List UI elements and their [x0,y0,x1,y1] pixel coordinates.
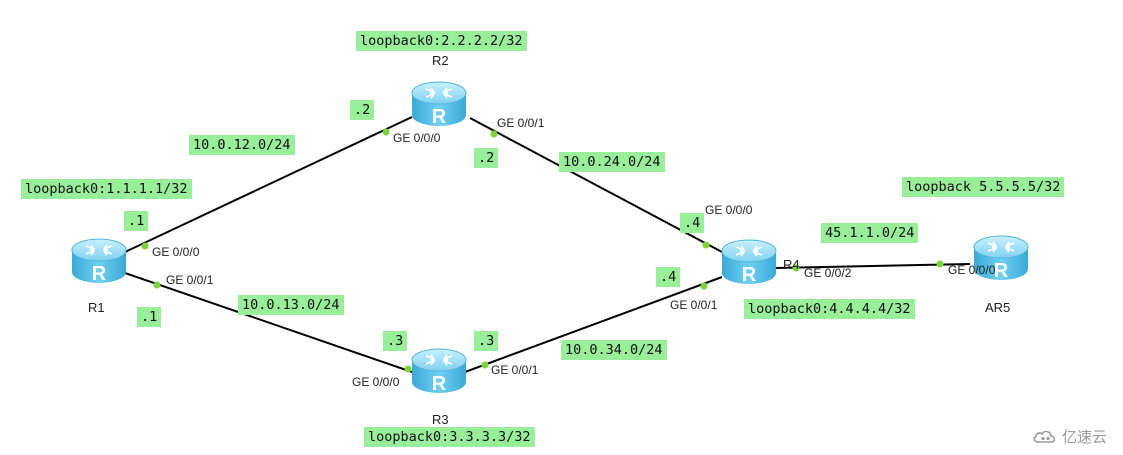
subnet-label-r1-r3: 10.0.13.0/24 [238,295,344,315]
port-dot-r4-ge002 [792,264,800,272]
router-icon: R [721,239,777,286]
router-name-r4: R4 [783,257,800,272]
host-id-r1-to-r3: .1 [137,307,162,327]
loopback-label-r2: loopback0:2.2.2.2/32 [356,31,527,51]
host-id-r1-to-r2: .1 [124,211,149,231]
port-dot-r1-ge000 [141,242,149,250]
link-r1-r2 [124,116,413,253]
link-r1-r3 [124,272,413,373]
router-icon: R [411,348,467,395]
port-label-r4-to-r2: GE 0/0/0 [705,203,753,217]
port-dot-r1-ge001 [153,281,161,289]
router-name-r1: R1 [88,300,105,315]
loopback-label-r1: loopback0:1.1.1.1/32 [21,179,192,199]
port-label-ar5-to-r4: GE 0/0/0 [948,263,996,277]
watermark: 亿速云 [1032,426,1107,447]
router-name-r2: R2 [432,53,449,68]
router-r2[interactable]: R [408,79,470,129]
router-r4[interactable]: R [718,237,780,287]
router-ar5[interactable]: R [970,233,1032,283]
port-dot-ar5-ge000 [936,260,944,268]
port-label-r4-to-r3: GE 0/0/1 [670,298,718,312]
port-dots [141,128,944,373]
port-dot-r3-ge000 [404,365,412,373]
cloud-logo-icon [1033,430,1056,443]
loopback-label-ar5: loopback 5.5.5.5/32 [902,177,1065,197]
subnet-label-r4-ar5: 45.1.1.0/24 [821,223,919,243]
router-icon: R [411,81,467,128]
port-label-r2-to-r1: GE 0/0/0 [393,131,441,145]
subnet-label-r2-r4: 10.0.24.0/24 [559,152,665,172]
watermark-text: 亿速云 [1061,428,1107,446]
host-id-r3-to-r1: .3 [383,331,408,351]
port-dot-r2-ge001 [490,130,498,138]
port-label-r3-to-r4: GE 0/0/1 [491,363,539,377]
host-id-r2-to-r1: .2 [350,100,375,120]
port-dot-r3-ge001 [481,361,489,369]
router-letter: R [432,106,447,128]
router-letter: R [432,373,447,395]
host-id-r2-to-r4: .2 [474,148,499,168]
port-dot-r2-ge000 [382,128,390,136]
subnet-label-r3-r4: 10.0.34.0/24 [561,340,667,360]
port-label-r3-to-r1: GE 0/0/0 [352,375,400,389]
port-dot-r4-ge001 [700,282,708,290]
port-label-r1-to-r3: GE 0/0/1 [166,273,214,287]
router-letter: R [92,263,107,285]
port-dot-r4-ge000 [702,241,710,249]
router-icon: R [973,235,1029,282]
port-label-r4-to-ar5: GE 0/0/2 [804,266,852,280]
router-letter: R [994,260,1009,282]
router-r3[interactable]: R [408,346,470,396]
host-id-r4-to-r2: .4 [680,213,705,233]
port-label-r2-to-r4: GE 0/0/1 [497,116,545,130]
link-r3-r4 [464,276,723,373]
loopback-label-r3: loopback0:3.3.3.3/32 [364,427,535,447]
host-id-r3-to-r4: .3 [474,331,499,351]
router-name-ar5: AR5 [985,300,1011,315]
subnet-label-r1-r2: 10.0.12.0/24 [189,135,295,155]
host-id-r4-to-r3: .4 [656,267,681,287]
loopback-label-r4: loopback0:4.4.4.4/32 [744,299,915,319]
router-name-r3: R3 [432,412,449,427]
router-r1[interactable]: R [68,236,130,286]
router-icon: R [71,238,127,285]
router-letter: R [742,264,757,286]
port-label-r1-to-r2: GE 0/0/0 [152,245,200,259]
